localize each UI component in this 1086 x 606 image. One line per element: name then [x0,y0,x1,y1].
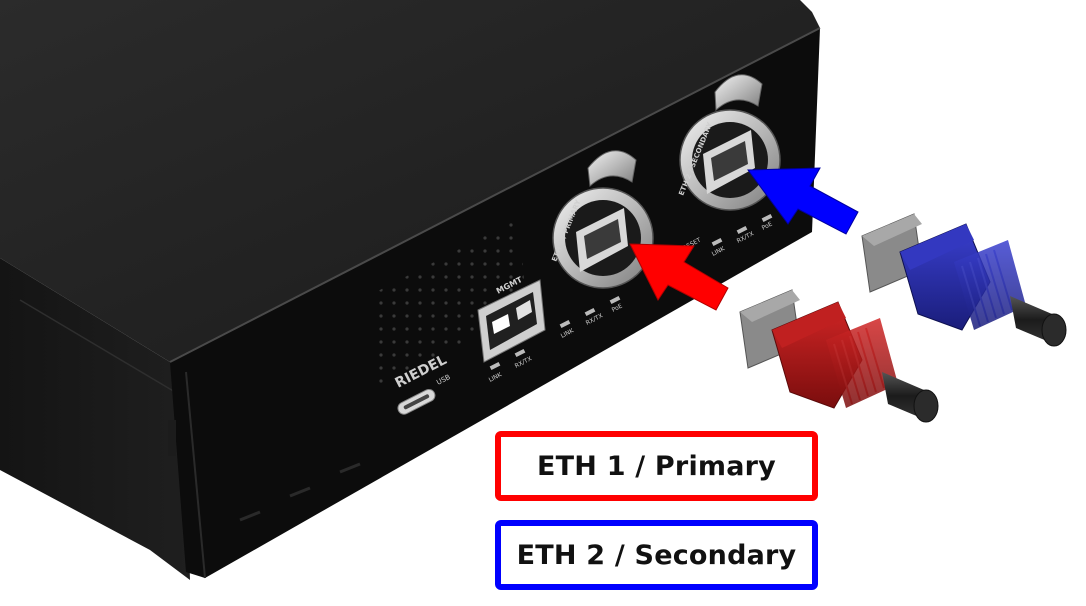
enclosure-top [0,0,820,362]
eth2-callout: ETH 2 / Secondary [495,520,818,590]
eth2-plug [861,213,1067,347]
eth1-callout-label: ETH 1 / Primary [537,450,776,482]
eth1-connector[interactable] [552,150,654,289]
eth1-arrow [629,243,729,311]
eth1-led-label-poe: PoE [611,303,624,314]
eth2-cable [1010,296,1067,347]
eth1-plug [739,289,939,423]
eth2-callout-label: ETH 2 / Secondary [516,539,797,571]
eth2-led-label-poe: PoE [761,221,774,232]
eth1-callout: ETH 1 / Primary [495,431,818,501]
enclosure-side [0,258,190,580]
eth2-connector[interactable] [679,74,781,211]
eth2-leds [711,213,773,247]
eth1-leds [559,295,621,329]
mgmt-leds [489,348,526,371]
eth2-arrow [747,167,859,235]
eth1-cable [882,372,939,423]
vent-grille [370,218,526,388]
mgmt-port[interactable] [477,279,546,363]
usb-port[interactable] [396,387,437,416]
